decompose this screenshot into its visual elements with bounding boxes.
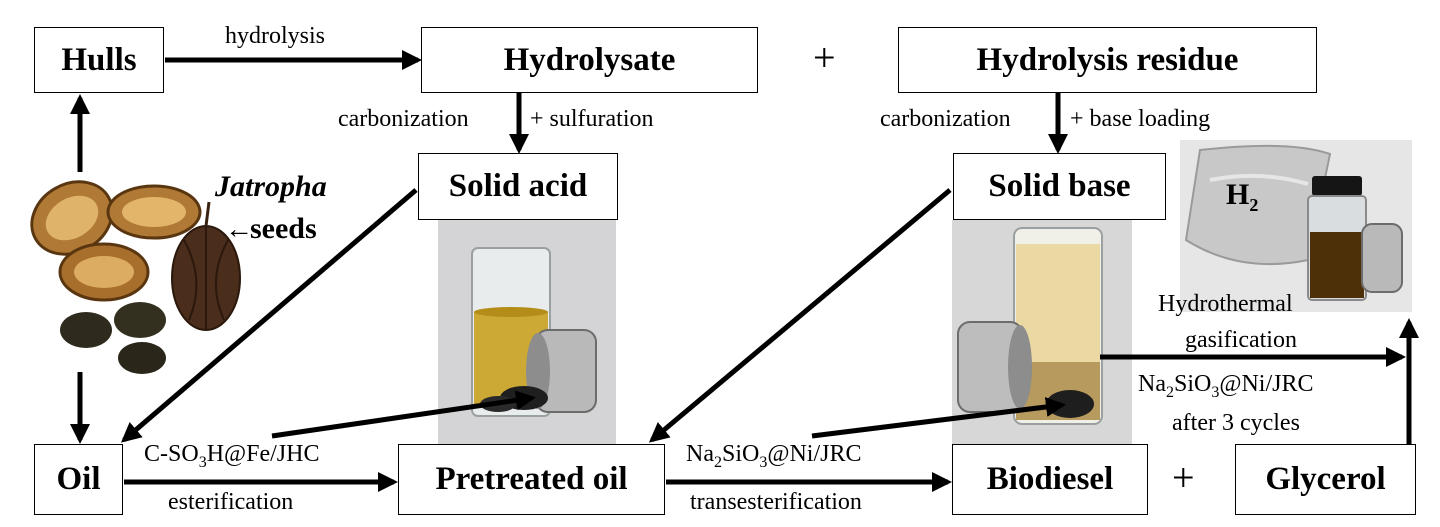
- hydrolysate-box: Hydrolysate: [421, 27, 758, 93]
- gasification-liquid: [1310, 232, 1364, 298]
- hydrolysis-residue-box: Hydrolysis residue: [898, 27, 1317, 93]
- arrow-solid-base-to-pretreated: [648, 188, 952, 443]
- arrow-base-label-to-vial: [811, 397, 1066, 439]
- magnet: [1361, 223, 1403, 293]
- seeds-label: seeds: [250, 212, 317, 245]
- seed-1: [60, 312, 112, 348]
- catalyst-base-recycled-label: Na2SiO3@Ni/JRC: [1138, 371, 1314, 401]
- carbonization-label-base: carbonization: [880, 106, 1011, 132]
- hydrothermal-label: Hydrothermal: [1158, 291, 1293, 317]
- sulfuration-label: + sulfuration: [530, 106, 654, 132]
- jatropha-label: Jatropha: [215, 170, 327, 203]
- gasification-label: gasification: [1185, 327, 1297, 353]
- esterification-label: esterification: [168, 489, 294, 515]
- seed-2: [114, 302, 166, 338]
- jatropha-seeds-photo: [24, 170, 274, 380]
- after-cycles-label: after 3 cycles: [1172, 410, 1300, 436]
- h2-label: H2: [1226, 178, 1259, 215]
- hydrolysis-label: hydrolysis: [225, 23, 326, 49]
- hulls-box: Hulls: [34, 27, 164, 93]
- oil-box: Oil: [34, 444, 123, 515]
- seeds-pointer-icon: ←: [225, 214, 253, 245]
- plus-sign-top: +: [813, 35, 836, 80]
- glycerol-box: Glycerol: [1235, 444, 1416, 515]
- biodiesel-layer: [1016, 244, 1100, 362]
- seed-3: [118, 342, 166, 374]
- carbonization-label-acid: carbonization: [338, 106, 469, 132]
- biodiesel-box: Biodiesel: [952, 444, 1148, 515]
- vial-cap: [1312, 176, 1362, 196]
- plus-sign-bottom: +: [1172, 455, 1195, 500]
- solid-base-box: Solid base: [953, 153, 1166, 220]
- solid-acid-box: Solid acid: [418, 153, 618, 220]
- base-loading-label: + base loading: [1070, 106, 1211, 132]
- catalyst-base-label: Na2SiO3@Ni/JRC: [686, 441, 862, 471]
- arrow-acid-label-to-vial: [271, 390, 536, 439]
- arrow-solid-acid-to-oil: [120, 188, 418, 443]
- pretreated-oil-box: Pretreated oil: [398, 444, 665, 515]
- transesterification-label: transesterification: [690, 489, 862, 515]
- catalyst-acid-label: C-SO3H@Fe/JHC: [144, 441, 320, 471]
- h2-bag-photo: [1180, 140, 1412, 312]
